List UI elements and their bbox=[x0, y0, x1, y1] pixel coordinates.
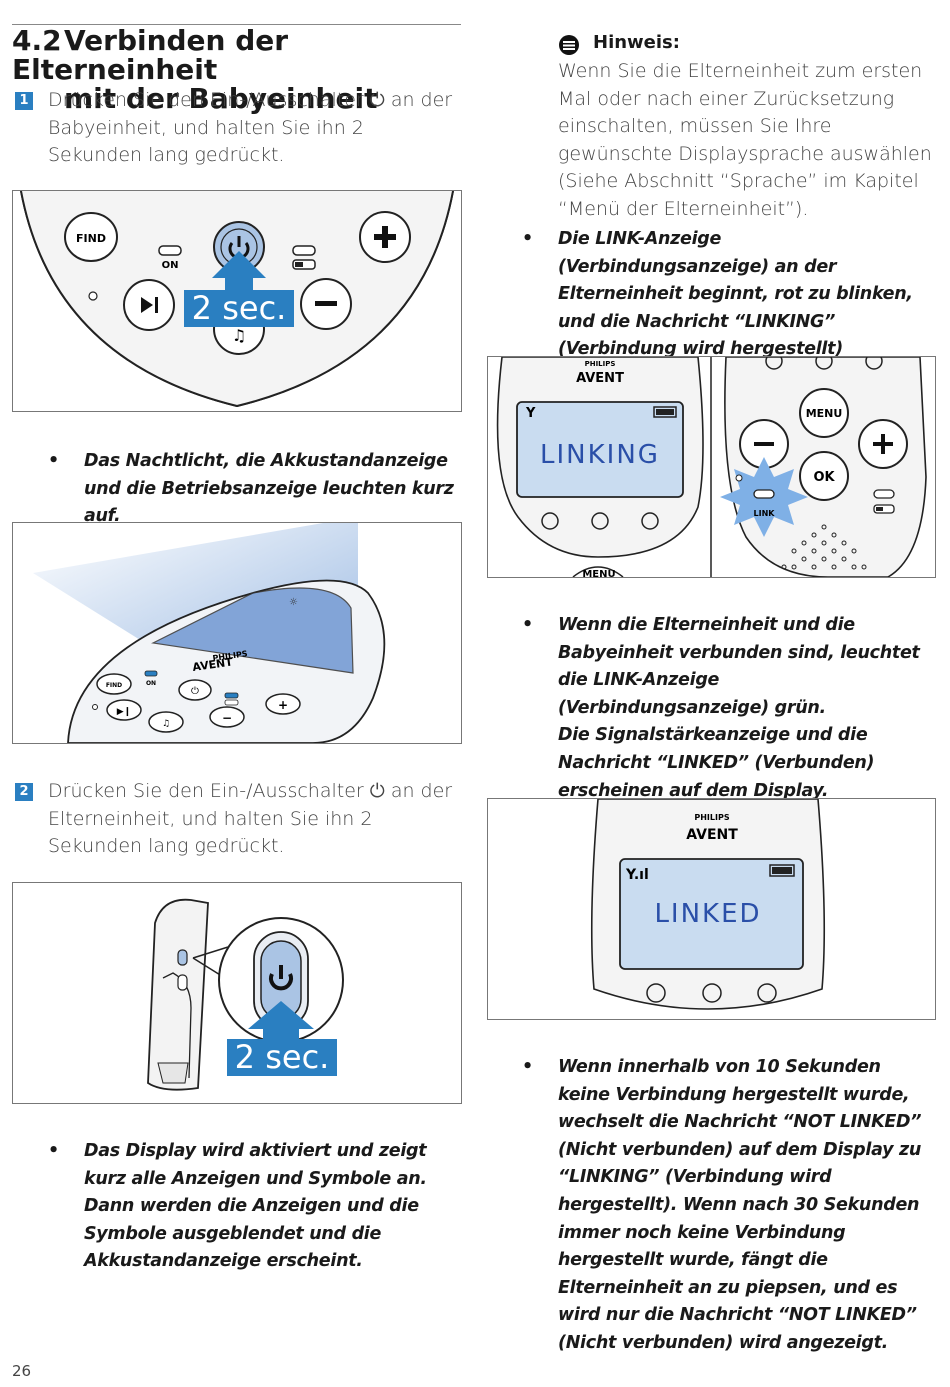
section-heading: 4.2Verbinden der Elterneinheit mit der B… bbox=[12, 26, 472, 113]
music-note-icon: ♫ bbox=[162, 719, 170, 729]
menu-button[interactable] bbox=[799, 388, 849, 438]
signal-strength-icon: Y.ıl bbox=[625, 867, 649, 883]
plus-icon: + bbox=[278, 698, 288, 712]
battery-icon bbox=[653, 406, 677, 418]
plus-icon bbox=[374, 226, 396, 248]
play-pause-icon bbox=[141, 297, 158, 313]
minus-icon: − bbox=[222, 711, 232, 725]
find-label: FIND bbox=[76, 232, 106, 245]
figure-baby-unit-lights: ☼ PHILIPS AVENT FIND ON ⏻ ▶❙ ♫ − + bbox=[12, 522, 462, 744]
brand-logo: AVENT bbox=[192, 655, 234, 674]
step-1: 1 Drücken Sie den Ein-/Ausschalter ⏻ an … bbox=[12, 87, 462, 170]
bullet-text: Das Display wird aktiviert und zeigt kur… bbox=[84, 1141, 427, 1272]
duration-label: 2 sec. bbox=[227, 1039, 337, 1076]
section-title-line1: Verbinden der Elterneinheit bbox=[12, 24, 289, 86]
menu-label-partial: MENU bbox=[582, 569, 615, 577]
brand-logo: AVENT bbox=[686, 827, 738, 843]
figure-baby-unit-buttons: FIND ON ♫ 2 sec. bbox=[12, 190, 462, 412]
power-icon bbox=[269, 965, 293, 991]
section-title-line2: mit der Babyeinheit bbox=[64, 82, 378, 115]
music-note-icon: ♫ bbox=[232, 326, 246, 345]
figure-linked: PHILIPS AVENT Y.ıl LINKED bbox=[487, 798, 936, 1020]
duration-label: 2 sec. bbox=[184, 290, 294, 327]
volume-up-button[interactable] bbox=[265, 693, 301, 715]
power-button[interactable] bbox=[178, 679, 212, 701]
section-number: 4.2 bbox=[12, 24, 62, 57]
svg-text:ON: ON bbox=[146, 680, 156, 687]
on-led bbox=[144, 670, 158, 677]
on-led bbox=[158, 245, 182, 256]
bullet-text-b: Die Signalstärkeanzeige und die Nachrich… bbox=[558, 725, 875, 801]
bullet-text: Wenn innerhalb von 10 Sekunden keine Ver… bbox=[558, 1057, 922, 1353]
power-button-small[interactable] bbox=[177, 949, 188, 966]
note-body: Wenn Sie die Elterneinheit zum ersten Ma… bbox=[558, 60, 932, 220]
battery-icon bbox=[769, 864, 795, 877]
plus-icon bbox=[873, 434, 893, 454]
figure-parent-unit-power: 2 sec. bbox=[12, 882, 462, 1104]
play-pause-button[interactable] bbox=[106, 699, 142, 721]
page-number: 26 bbox=[12, 1362, 32, 1380]
menu-label: MENU bbox=[806, 407, 843, 420]
step-text: Drücken Sie den Ein-/Ausschalter ⏻ an de… bbox=[48, 89, 453, 166]
step-badge: 2 bbox=[15, 783, 33, 801]
bullet-text: Das Nachtlicht, die Akkustandanzeige und… bbox=[84, 451, 454, 527]
step-text: Drücken Sie den Ein-/Ausschalter ⏻ an de… bbox=[48, 780, 453, 857]
step-badge: 1 bbox=[15, 92, 33, 110]
power-led bbox=[873, 489, 895, 499]
arrow-up-icon bbox=[248, 1001, 314, 1041]
play-pause-icon: ▶❙ bbox=[117, 707, 131, 717]
section-rule bbox=[12, 24, 461, 25]
link-label: LINK bbox=[754, 509, 776, 518]
lcd-screen bbox=[516, 401, 684, 498]
ok-button[interactable] bbox=[799, 451, 849, 501]
note-title: Hinweis: bbox=[593, 32, 680, 53]
bullet-not-linked: • Wenn innerhalb von 10 Sekunden keine V… bbox=[522, 1054, 934, 1358]
battery-led bbox=[224, 699, 239, 706]
power-led bbox=[224, 692, 239, 699]
lcd-text: LINKING bbox=[540, 440, 660, 470]
volume-down-button[interactable] bbox=[209, 706, 245, 728]
brand-top: PHILIPS bbox=[694, 813, 729, 822]
top-panel bbox=[151, 587, 354, 674]
power-led bbox=[292, 245, 316, 256]
find-button[interactable] bbox=[96, 673, 132, 695]
speaker-grille bbox=[781, 524, 867, 570]
ok-label: OK bbox=[813, 470, 835, 485]
sun-icon: ☼ bbox=[289, 597, 298, 608]
minus-icon bbox=[754, 442, 774, 446]
step-2: 2 Drücken Sie den Ein-/Ausschalter ⏻ an … bbox=[12, 778, 462, 861]
svg-text:FIND: FIND bbox=[106, 682, 122, 689]
bullet-display: • Das Display wird aktiviert und zeigt k… bbox=[48, 1138, 460, 1276]
bullet-text-a: Wenn die Elterneinheit und die Babyeinhe… bbox=[558, 615, 920, 718]
arrow-up-icon bbox=[212, 251, 266, 291]
power-icon: ⏻ bbox=[191, 686, 199, 697]
parent-unit-side bbox=[147, 898, 209, 1091]
side-button-small bbox=[177, 974, 188, 991]
note-icon bbox=[559, 35, 579, 55]
link-led bbox=[753, 489, 775, 499]
lullaby-button[interactable] bbox=[148, 711, 184, 733]
minus-icon bbox=[315, 301, 337, 306]
find-button[interactable] bbox=[64, 212, 118, 262]
figure-linking: PHILIPS AVENT Y LINKING MENU MENU OK LIN… bbox=[487, 356, 936, 578]
night-light-indicator bbox=[88, 291, 98, 301]
lcd-screen bbox=[619, 858, 804, 970]
brand-logo: AVENT bbox=[576, 371, 624, 386]
bullet-linked: • Wenn die Elterneinheit und die Babyein… bbox=[522, 612, 934, 805]
brand-top: PHILIPS bbox=[585, 360, 616, 368]
lcd-text: LINKED bbox=[654, 899, 761, 929]
bullet-nightlight: • Das Nachtlicht, die Akkustandanzeige u… bbox=[48, 448, 458, 531]
on-label: ON bbox=[162, 260, 179, 271]
antenna-icon: Y bbox=[525, 406, 536, 421]
